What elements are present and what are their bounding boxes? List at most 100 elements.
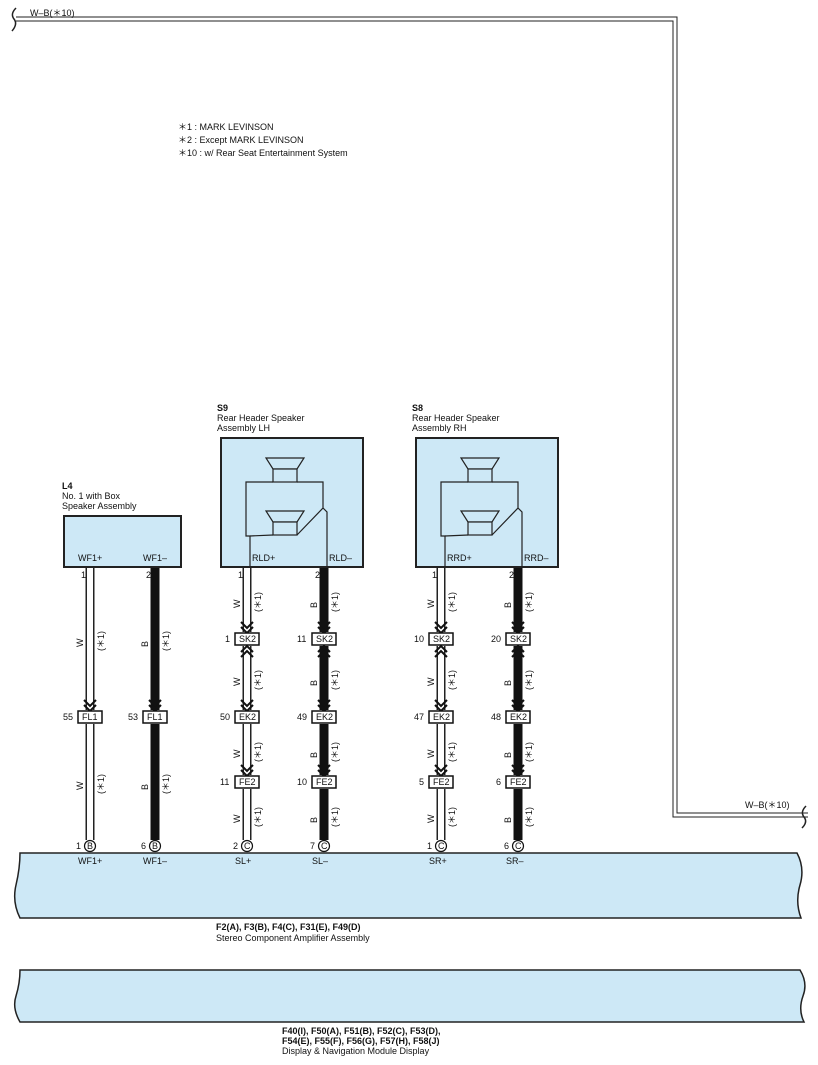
s8-terminal-pos: RRD+ xyxy=(447,553,472,563)
connector-pin-wf1n-FL1: 53 xyxy=(128,711,139,722)
amp-terminal-wf1n: WF1– xyxy=(143,856,168,866)
connector-slp-SK2: SK2 xyxy=(239,633,257,644)
wire-note-wf1p-1: (＊1) xyxy=(96,774,106,794)
connector-box-sln-2 xyxy=(311,775,337,789)
top-pin-srp: 1 xyxy=(432,570,438,580)
amplifier-name: Stereo Component Amplifier Assembly xyxy=(216,933,370,943)
wire-note-srp-1: (＊1) xyxy=(447,670,457,690)
amp-pin-circle-srp xyxy=(434,839,448,853)
connector-slp-EK2: EK2 xyxy=(239,711,257,722)
arrow-sln-1-down-a xyxy=(317,699,331,708)
s8-speaker-symbol xyxy=(440,457,523,567)
option-notes: ＊1 : MARK LEVINSON ＊2 : Except MARK LEVI… xyxy=(178,121,348,160)
wire-color-srp-3: W xyxy=(426,814,436,823)
amp-pin-circle-wf1n xyxy=(148,839,162,853)
amp-connector-slp: C xyxy=(244,840,251,851)
connector-pin-slp-EK2: 50 xyxy=(220,711,231,722)
amp-pin-slp: 2 xyxy=(233,840,239,851)
connector-box-wf1n-0 xyxy=(142,710,168,724)
wire-break-mark-left xyxy=(11,7,17,32)
amp-terminal-sln: SL– xyxy=(312,856,329,866)
top-pin-srn: 2 xyxy=(509,570,515,580)
wire-color-srn-3: B xyxy=(503,816,513,823)
display-name: Display & Navigation Module Display xyxy=(282,1046,430,1056)
connector-pin-srn-FE2: 6 xyxy=(496,776,502,787)
s9-terminal-neg: RLD– xyxy=(329,553,353,563)
connector-sln-SK2: SK2 xyxy=(316,633,334,644)
s9-name-line1: Rear Header Speaker xyxy=(217,413,305,423)
wire-note-sln-1: (＊1) xyxy=(330,670,340,690)
arrow-sln-0-up-b xyxy=(317,644,331,653)
wire-color-slp-1: W xyxy=(232,677,242,687)
connector-pin-wf1p-FL1: 55 xyxy=(63,711,74,722)
wire-note-slp-1: (＊1) xyxy=(253,670,263,690)
top-pin-slp: 1 xyxy=(238,570,244,580)
connector-srp-FE2: FE2 xyxy=(433,776,450,787)
wire-color-slp-2: W xyxy=(232,749,242,758)
wire-note-sln-0: (＊1) xyxy=(330,592,340,612)
connector-srn-SK2: SK2 xyxy=(510,633,528,644)
arrow-srn-0-up-a xyxy=(511,649,525,658)
amp-pin-circle-slp xyxy=(240,839,254,853)
wire-label-right: W–B(＊10) xyxy=(745,800,790,810)
amp-terminal-srp: SR+ xyxy=(429,856,447,866)
arrow-sln-2-down-a xyxy=(317,764,331,773)
wire-color-slp-3: W xyxy=(232,814,242,823)
note-1: ＊1 : MARK LEVINSON xyxy=(178,122,274,132)
l4-code: L4 xyxy=(62,481,73,491)
amp-pin-sln: 7 xyxy=(310,840,316,851)
amplifier-codes: F2(A), F3(B), F4(C), F31(E), F49(D) xyxy=(216,922,361,932)
arrow-slp-0-down-a xyxy=(240,621,254,630)
wire-note-slp-2: (＊1) xyxy=(253,741,263,762)
wire-note-srp-2: (＊1) xyxy=(447,741,457,762)
amp-pin-circle-srn xyxy=(511,839,525,853)
connector-wf1p-FL1: FL1 xyxy=(82,711,98,722)
connector-pin-slp-SK2: 1 xyxy=(225,633,231,644)
s8-speaker-box xyxy=(415,437,559,568)
s9-code: S9 xyxy=(217,403,229,413)
s8-terminal-neg: RRD– xyxy=(524,553,549,563)
amp-connector-srp: C xyxy=(438,840,445,851)
amp-pin-srp: 1 xyxy=(427,840,433,851)
arrow-srp-2-down-a xyxy=(434,764,448,773)
connector-box-sln-0 xyxy=(311,632,337,646)
connector-srp-EK2: EK2 xyxy=(433,711,451,722)
connector-box-srn-2 xyxy=(505,775,531,789)
wire-break-mark-right xyxy=(801,805,807,829)
connector-srp-SK2: SK2 xyxy=(433,633,451,644)
connector-pin-srp-FE2: 5 xyxy=(419,776,425,787)
wire-color-srn-0: B xyxy=(503,601,513,608)
arrow-sln-0-down-a xyxy=(317,621,331,630)
wire-color-srp-2: W xyxy=(426,749,436,758)
l4-speaker-box xyxy=(63,515,182,568)
amp-terminal-srn: SR– xyxy=(506,856,524,866)
display-codes-line2: F54(E), F55(F), F56(G), F57(H), F58(J) xyxy=(282,1036,440,1046)
wire-color-sln-0: B xyxy=(309,601,319,608)
arrow-srp-0-down-a xyxy=(434,621,448,630)
s9-speaker-box xyxy=(220,437,364,568)
amp-pin-wf1p: 1 xyxy=(76,840,82,851)
wire-layer xyxy=(77,568,531,853)
wire-note-srn-1: (＊1) xyxy=(524,670,534,690)
l4-terminal-neg: WF1– xyxy=(143,553,168,563)
connector-box-sln-1 xyxy=(311,710,337,724)
arrow-sln-0-up-a xyxy=(317,649,331,658)
connector-pin-sln-FE2: 10 xyxy=(297,776,308,787)
wire-color-srp-0: W xyxy=(426,599,436,609)
wire-color-wf1n-0: B xyxy=(140,640,150,647)
connector-box-srp-2 xyxy=(428,775,454,789)
wire-color-wf1p-1: W xyxy=(75,781,85,791)
connector-srn-FE2: FE2 xyxy=(510,776,527,787)
connector-srn-EK2: EK2 xyxy=(510,711,528,722)
wire-note-srn-3: (＊1) xyxy=(524,806,534,827)
connector-box-slp-0 xyxy=(234,632,260,646)
wire-note-wf1n-0: (＊1) xyxy=(161,631,171,651)
arrow-srp-0-up-a xyxy=(434,649,448,658)
amp-connector-sln: C xyxy=(321,840,328,851)
arrow-srp-0-up-b xyxy=(434,644,448,653)
arrow-wf1n-0-down-a xyxy=(148,699,162,708)
top-pin-wf1n: 2 xyxy=(146,570,152,580)
connector-pin-srn-SK2: 20 xyxy=(491,633,502,644)
amp-pin-srn: 6 xyxy=(504,840,510,851)
